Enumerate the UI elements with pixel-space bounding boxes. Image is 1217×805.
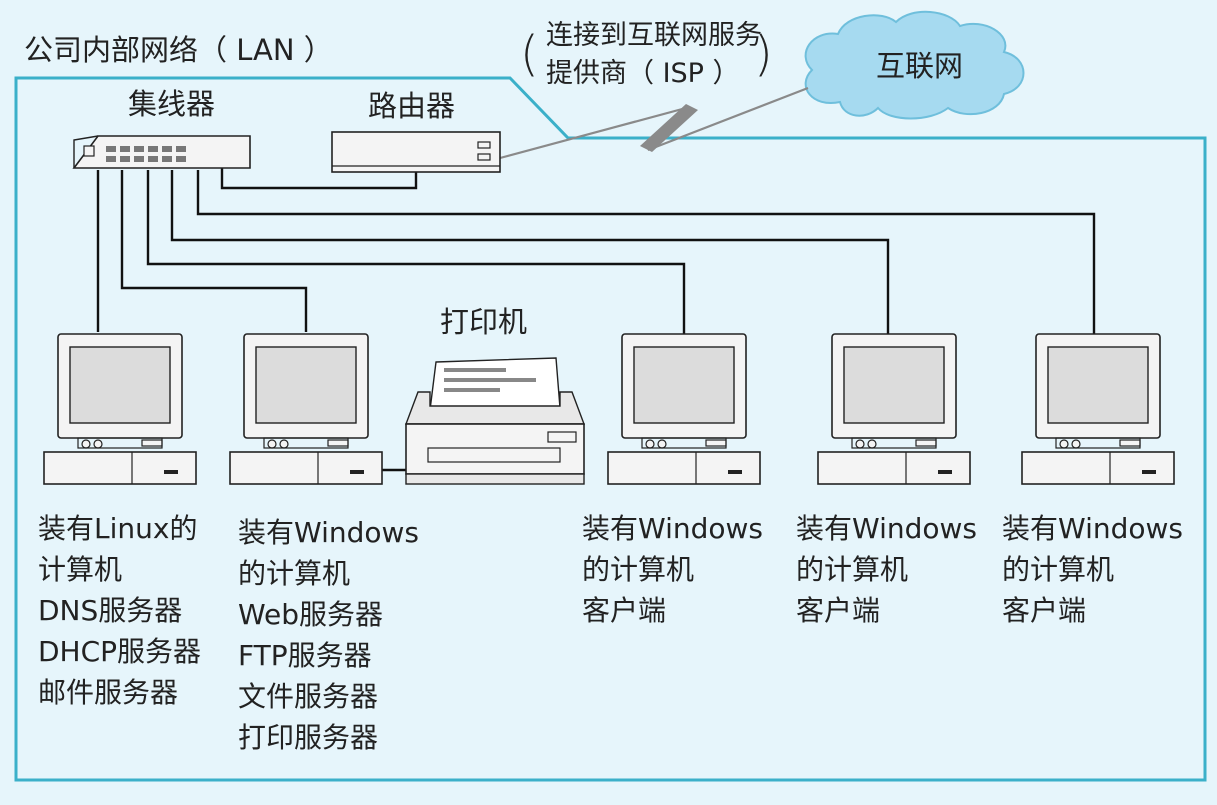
cable-server-pc bbox=[120, 170, 308, 332]
computer-linux-description: 装有Linux的 计算机 DNS服务器 DHCP服务器 邮件服务器 bbox=[38, 508, 201, 713]
computer-windows-server-description: 装有Windows 的计算机 Web服务器 FTP服务器 文件服务器 打印服务器 bbox=[238, 512, 419, 758]
computer-windows-server bbox=[229, 333, 383, 485]
description-line: 装有Windows bbox=[238, 516, 419, 549]
isp-label-line1: 连接到互联网服务 bbox=[546, 20, 762, 51]
isp-open-paren: ( bbox=[520, 26, 539, 82]
description-line: 客户端 bbox=[582, 594, 667, 627]
description-line: 打印服务器 bbox=[238, 721, 379, 754]
lan-label: 公司内部网络（ LAN ） bbox=[24, 33, 333, 67]
lan-boundary bbox=[14, 76, 1207, 782]
isp-label-line2: 提供商（ ISP ） bbox=[546, 58, 740, 89]
description-line: 装有Windows bbox=[1002, 512, 1183, 545]
wan-link-bolt bbox=[640, 104, 698, 152]
internet-label: 互联网 bbox=[876, 49, 964, 83]
computer-windows-client-2-description: 装有Windows 的计算机 客户端 bbox=[796, 508, 977, 631]
description-line: 计算机 bbox=[38, 553, 123, 586]
description-line: 文件服务器 bbox=[238, 680, 379, 713]
description-line: 装有Windows bbox=[796, 512, 977, 545]
computer-linux bbox=[43, 333, 197, 485]
cable-router bbox=[220, 168, 418, 190]
computer-windows-client-1-description: 装有Windows 的计算机 客户端 bbox=[582, 508, 763, 631]
router-device bbox=[331, 131, 501, 173]
lan-cables bbox=[96, 168, 1096, 472]
hub-label: 集线器 bbox=[128, 87, 216, 121]
description-line: 客户端 bbox=[1002, 594, 1087, 627]
description-line: 的计算机 bbox=[796, 553, 909, 586]
description-line: 邮件服务器 bbox=[38, 676, 179, 709]
description-line: 装有Linux的 bbox=[38, 512, 198, 545]
hub-device bbox=[72, 135, 251, 169]
computer-windows-client-2 bbox=[817, 333, 971, 485]
computer-windows-client-3-description: 装有Windows 的计算机 客户端 bbox=[1002, 508, 1183, 631]
cable-client-3 bbox=[196, 170, 1096, 334]
computer-windows-client-1 bbox=[607, 333, 761, 485]
description-line: 装有Windows bbox=[582, 512, 763, 545]
cable-client-2 bbox=[170, 170, 890, 334]
description-line: 的计算机 bbox=[238, 557, 351, 590]
computer-windows-client-3 bbox=[1021, 333, 1175, 485]
router-label: 路由器 bbox=[368, 89, 456, 123]
cable-client-1 bbox=[146, 170, 686, 334]
printer-label: 打印机 bbox=[440, 305, 528, 339]
printer-device bbox=[404, 357, 586, 485]
description-line: Web服务器 bbox=[238, 598, 384, 631]
isp-close-paren: ) bbox=[754, 26, 773, 82]
internet-cloud bbox=[804, 10, 1025, 120]
description-line: FTP服务器 bbox=[238, 639, 372, 672]
description-line: 的计算机 bbox=[582, 553, 695, 586]
description-line: DHCP服务器 bbox=[38, 635, 202, 668]
description-line: 的计算机 bbox=[1002, 553, 1115, 586]
description-line: 客户端 bbox=[796, 594, 881, 627]
description-line: DNS服务器 bbox=[38, 594, 183, 627]
